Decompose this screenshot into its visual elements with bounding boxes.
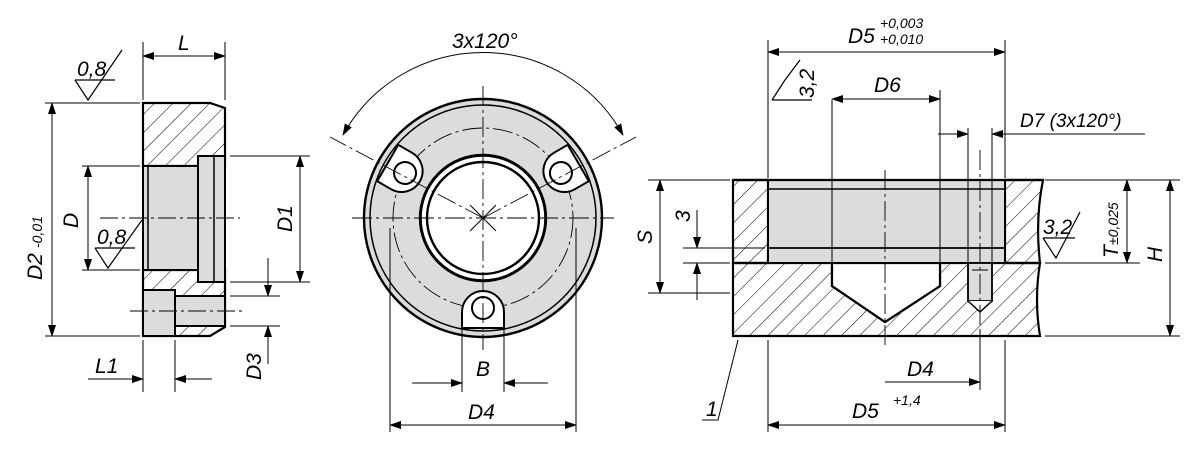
label-B: B bbox=[476, 358, 490, 381]
label-H: H bbox=[1144, 246, 1167, 262]
label-D2-tolerance: -0,01 bbox=[29, 216, 45, 248]
label-D2: D2 bbox=[24, 253, 47, 280]
item-leader bbox=[702, 339, 739, 421]
screw-hole-section bbox=[142, 289, 176, 337]
label-D5-bottom: D5 bbox=[852, 400, 879, 423]
roughness-symbol bbox=[74, 49, 123, 102]
label-D5-top-tol-upper: +0,003 bbox=[880, 15, 923, 31]
label-D5-top: D5 bbox=[848, 25, 875, 48]
label-L1: L1 bbox=[95, 355, 118, 378]
label-angle: 3x120° bbox=[452, 30, 518, 53]
label-D1: D1 bbox=[274, 205, 297, 232]
mounting-section-view bbox=[648, 40, 1180, 432]
flange-insert bbox=[767, 179, 1006, 264]
label-D5-top-tol-lower: +0,010 bbox=[880, 31, 923, 47]
upper-wall-section bbox=[141, 101, 227, 168]
label-L: L bbox=[178, 32, 190, 55]
label-D4-front: D4 bbox=[468, 401, 495, 424]
label-D: D bbox=[60, 213, 83, 228]
label-three: 3 bbox=[672, 210, 695, 222]
label-D4-section: D4 bbox=[907, 358, 934, 381]
label-D3: D3 bbox=[243, 353, 266, 380]
section-view-labels: D5 +0,003 +0,010 3,2 D6 D7 (3x120°) S 3 … bbox=[634, 15, 1167, 423]
label-D5-bottom-tol: +1,4 bbox=[893, 392, 921, 408]
label-item: 1 bbox=[706, 398, 718, 421]
front-view bbox=[329, 52, 637, 432]
roughness-symbol bbox=[771, 59, 812, 101]
left-wall-section bbox=[731, 178, 770, 265]
label-roughness-top: 0,8 bbox=[77, 58, 107, 81]
label-roughness-side: 3,2 bbox=[1043, 216, 1073, 239]
label-D7: D7 (3x120°) bbox=[1020, 111, 1122, 132]
label-T-tolerance: ±0,025 bbox=[1105, 202, 1121, 245]
label-S: S bbox=[634, 230, 657, 244]
side-section-view bbox=[45, 42, 310, 392]
label-T: T bbox=[1100, 243, 1123, 258]
label-roughness-bore: 0,8 bbox=[97, 226, 127, 249]
dim-angle-arc bbox=[342, 52, 624, 136]
roughness-symbol bbox=[1042, 211, 1081, 260]
label-D6: D6 bbox=[874, 74, 901, 97]
label-roughness-top: 3,2 bbox=[796, 68, 819, 98]
bore-cross bbox=[469, 204, 497, 232]
front-view-labels: 3x120° B D4 bbox=[452, 30, 518, 424]
counterbore-surface bbox=[197, 155, 226, 283]
side-view-labels: L 0,8 0,8 D2 -0,01 D D1 D3 L1 bbox=[24, 32, 297, 380]
roughness-symbol bbox=[94, 219, 143, 270]
right-wall-section bbox=[1003, 178, 1045, 265]
